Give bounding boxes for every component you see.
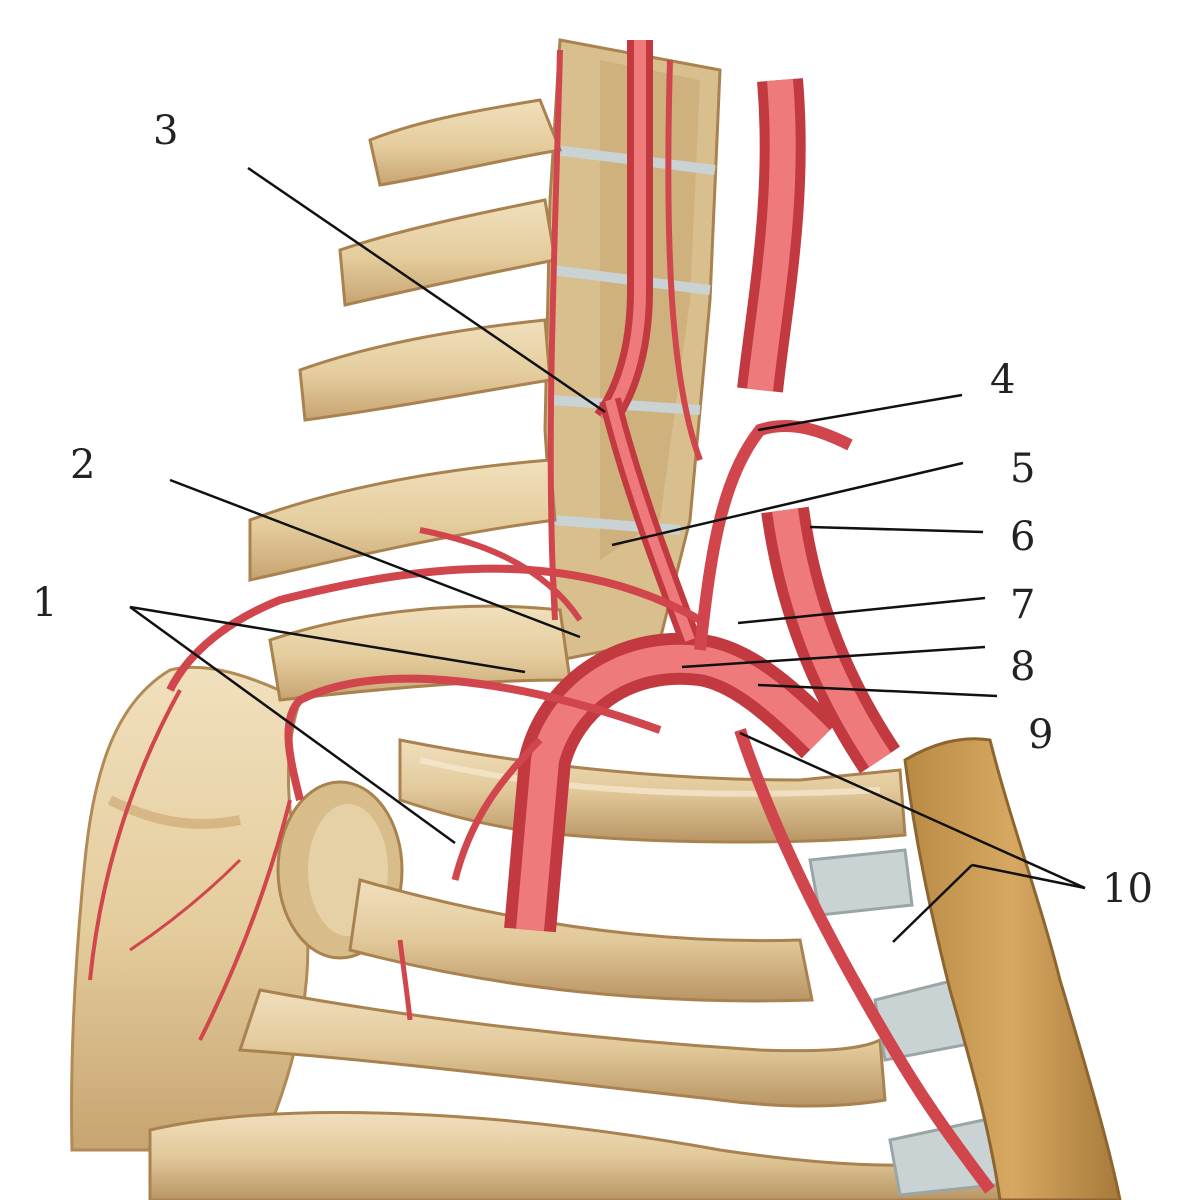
leader-2	[169, 478, 581, 639]
scapula	[70, 665, 404, 1152]
leader-6	[809, 525, 984, 534]
label-6: 6	[1010, 514, 1035, 560]
leader-4	[757, 393, 963, 432]
label-1: 1	[32, 580, 57, 626]
label-5: 5	[1010, 446, 1035, 492]
leader-3	[247, 166, 606, 414]
label-3: 3	[153, 108, 178, 154]
leader-lines	[129, 166, 1086, 943]
leader-9	[757, 683, 998, 698]
sternum	[903, 737, 1122, 1200]
leader-5	[611, 461, 964, 547]
label-4: 4	[990, 357, 1015, 403]
label-8: 8	[1010, 644, 1035, 690]
leader-1b	[129, 605, 456, 845]
label-9: 9	[1028, 712, 1053, 758]
leader-10c	[971, 863, 1086, 890]
label-10: 10	[1102, 866, 1153, 912]
leader-8	[681, 645, 986, 669]
number-labels: 1 2 3 4 5 6 7 8 9 10	[32, 108, 1153, 912]
label-2: 2	[70, 442, 95, 488]
leader-7	[737, 596, 986, 625]
leader-10b	[892, 864, 973, 943]
leader-1a	[129, 605, 526, 674]
leader-10a	[739, 731, 1086, 890]
arteries	[88, 40, 995, 1194]
label-7: 7	[1010, 582, 1035, 628]
